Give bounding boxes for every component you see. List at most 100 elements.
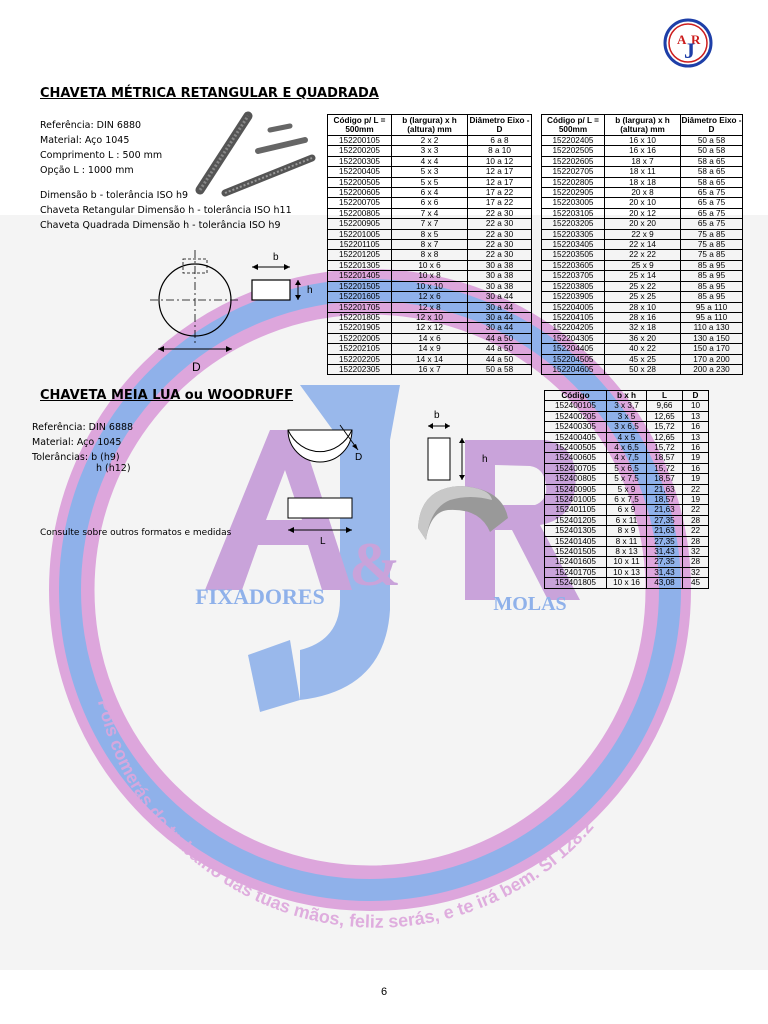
table-cell: 4 x 6,5 (606, 441, 647, 454)
spec-line: Opção L : 1000 mm (40, 165, 134, 176)
table-cell: 14 x 6 (391, 332, 468, 345)
table-cell: 22 (682, 525, 709, 537)
table-cell: 152401605 (544, 556, 607, 568)
spec-line: Referência: DIN 6888 (32, 422, 134, 433)
table-cell: 152401505 (544, 546, 607, 558)
table-cell: 152201605 (327, 291, 392, 303)
col-header: D (682, 389, 709, 402)
table-cell: 6 x 11 (606, 514, 647, 527)
table-cell: 65 a 75 (680, 197, 743, 209)
svg-text:MOLAS: MOLAS (493, 593, 566, 615)
table-cell: 44 a 50 (467, 332, 532, 345)
table-cell: 28 (682, 535, 709, 548)
table-cell: 152401705 (544, 566, 607, 579)
col-header: Diâmetro Eixo - D (467, 114, 532, 136)
table-cell: 3 x 3 (391, 145, 468, 157)
table-cell: 9,66 (646, 400, 683, 412)
table-cell: 8 x 5 (391, 228, 468, 241)
table-cell: 20 x 20 (604, 218, 681, 230)
table-cell: 5 x 5 (391, 176, 468, 189)
table-cell: 152200705 (327, 197, 392, 209)
table-cell: 85 a 95 (680, 270, 743, 282)
table-cell: 6 x 9 (606, 504, 647, 516)
table-cell: 152400805 (544, 473, 607, 485)
table-cell: 27,35 (646, 514, 683, 527)
table-cell: 16 (682, 441, 709, 454)
table-cell: 14 x 9 (391, 343, 468, 355)
table-cell: 32 x 18 (604, 322, 681, 334)
table-cell: 18 x 7 (604, 155, 681, 168)
table-cell: 16 x 7 (391, 363, 468, 376)
col-header: b (largura) x h (altura) mm (391, 114, 468, 136)
table-cell: 4 x 4 (391, 155, 468, 168)
table-cell: 85 a 95 (680, 259, 743, 272)
table-cell: 152200405 (327, 166, 392, 178)
table-cell: 8 x 8 (391, 249, 468, 261)
table-cell: 50 a 58 (467, 363, 532, 376)
table-cell: 95 a 110 (680, 301, 743, 313)
table-cell: 152204005 (541, 301, 605, 313)
table-cell: 152203305 (541, 228, 605, 241)
col-header: Diâmetro Eixo - D (680, 114, 743, 136)
table-cell: 152200205 (327, 145, 392, 157)
table-cell: 200 a 230 (680, 363, 743, 376)
keys-photo (195, 111, 316, 197)
table-cell: 152200605 (327, 187, 392, 199)
table-cell: 152203905 (541, 291, 605, 303)
table-cell: 75 a 85 (680, 249, 743, 261)
spec-line: h (h12) (96, 463, 131, 474)
svg-text:R: R (691, 32, 701, 47)
table-cell: 16 x 16 (604, 145, 681, 157)
tolerance-line: Dimensão b - tolerância ISO h9 (40, 190, 189, 201)
section2-note: Consulte sobre outros formatos e medidas (40, 528, 232, 538)
table-cell: 152201005 (327, 228, 392, 241)
table-cell: 152202305 (327, 363, 392, 376)
table-cell: 22 a 30 (467, 239, 532, 251)
table-cell: 10 x 13 (606, 566, 647, 579)
table-cell: 58 a 65 (680, 155, 743, 168)
diagram-label-b: b (434, 410, 440, 421)
table-cell: 15,72 (646, 441, 683, 454)
table-cell: 152400705 (544, 462, 607, 475)
table-cell: 152400905 (544, 483, 607, 496)
table-cell: 152203505 (541, 249, 605, 261)
table-cell: 152401005 (544, 494, 607, 506)
col-header: b (largura) x h (altura) mm (604, 114, 681, 136)
table-cell: 15,72 (646, 421, 683, 433)
table-cell: 50 a 58 (680, 145, 743, 157)
table-cell: 152202805 (541, 176, 605, 189)
table-cell: 19 (682, 494, 709, 506)
table-cell: 152203805 (541, 280, 605, 293)
table-cell: 10 x 16 (606, 577, 647, 589)
table-cell: 25 x 9 (604, 259, 681, 272)
table-cell: 22 (682, 504, 709, 516)
tolerance-line: Chaveta Retangular Dimensão h - tolerânc… (40, 205, 292, 216)
table-cell: 3 x 5 (606, 410, 647, 423)
table-cell: 28 x 10 (604, 301, 681, 313)
table-cell: 58 a 65 (680, 176, 743, 189)
